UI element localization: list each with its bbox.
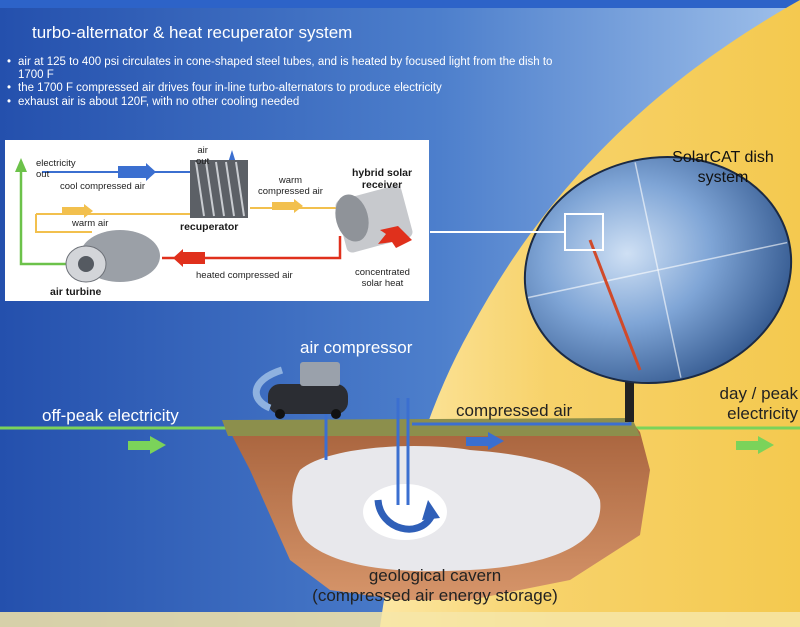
compressed-air-label: compressed air bbox=[456, 401, 573, 420]
compressor-intake-arrow-icon bbox=[252, 366, 284, 412]
bottom-band bbox=[0, 612, 800, 627]
concentrated-solar-heat-label: concentrated solar heat bbox=[355, 267, 410, 289]
electricity-out-arrow-icon bbox=[15, 158, 27, 172]
off-peak-arrow-icon bbox=[128, 436, 166, 454]
compressed-air-arrow-icon bbox=[466, 432, 504, 450]
day-peak-electricity-label: day / peak electricity bbox=[719, 384, 798, 423]
geological-cavern-label: geological cavern (compressed air energy… bbox=[312, 566, 558, 605]
hybrid-solar-receiver-label: hybrid solar receiver bbox=[352, 167, 413, 191]
warm-compressed-air-arrow-icon bbox=[272, 199, 303, 213]
dish-post bbox=[625, 370, 634, 422]
bullet-list: air at 125 to 400 psi circulates in cone… bbox=[6, 56, 566, 109]
air-turbine-label: air turbine bbox=[50, 286, 102, 298]
day-peak-arrow-icon bbox=[736, 436, 774, 454]
solar-heat-arrow-icon bbox=[378, 226, 412, 248]
heated-air-arrow-icon bbox=[173, 249, 205, 267]
warm-compressed-air-label: warm compressed air bbox=[258, 175, 323, 197]
warm-air-label: warm air bbox=[72, 218, 109, 229]
compressor-icon bbox=[268, 362, 348, 419]
warm-air-arrow-icon bbox=[62, 204, 93, 218]
cool-compressed-air-label: cool compressed air bbox=[60, 181, 146, 192]
bullet-item: exhaust air is about 120F, with no other… bbox=[6, 96, 566, 109]
inset-drawings bbox=[5, 140, 429, 301]
electricity-out-label: electricity out bbox=[36, 158, 76, 180]
air-out-label: air out bbox=[196, 145, 210, 167]
bullet-item: air at 125 to 400 psi circulates in cone… bbox=[6, 56, 566, 82]
ground-surface bbox=[222, 418, 640, 436]
top-band bbox=[0, 0, 800, 8]
compressed-air-pipe-down bbox=[324, 398, 410, 505]
bullet-item: the 1700 F compressed air drives four in… bbox=[6, 82, 566, 95]
solarcat-dish-label: SolarCAT dish system bbox=[672, 149, 774, 186]
cool-air-arrow-icon bbox=[118, 163, 156, 181]
cavern-circulation-icon bbox=[374, 499, 436, 533]
air-compressor-label: air compressor bbox=[300, 338, 413, 357]
off-peak-electricity-label: off-peak electricity bbox=[42, 406, 179, 425]
page-title: turbo-alternator & heat recuperator syst… bbox=[32, 23, 353, 42]
dish-boom bbox=[588, 239, 642, 371]
recuperator-label: recuperator bbox=[180, 221, 239, 233]
turbine-icon bbox=[65, 230, 160, 283]
heated-compressed-air-label: heated compressed air bbox=[196, 270, 293, 281]
